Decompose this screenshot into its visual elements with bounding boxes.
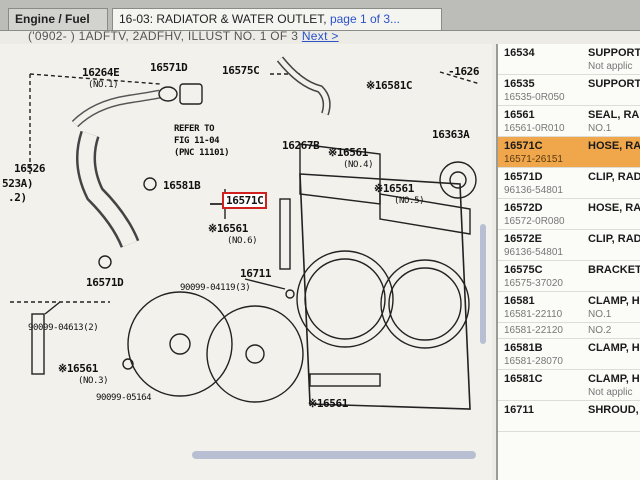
callout-16561-no5[interactable]: ※16561 bbox=[374, 182, 414, 195]
callout-16581c[interactable]: ※16581C bbox=[366, 79, 413, 92]
diagram-drawing bbox=[10, 56, 481, 410]
part-row[interactable]: 16581 CLAMP, H 16581-22110 NO.1 bbox=[498, 292, 640, 323]
callout-16571d-bottom[interactable]: 16571D bbox=[86, 276, 124, 289]
part-row-selected[interactable]: 16571C HOSE, RA 16571-26151 bbox=[498, 137, 640, 168]
part-row[interactable]: 16581B CLAMP, H 16581-28070 bbox=[498, 339, 640, 370]
part-name: CLIP, RAD bbox=[588, 171, 640, 183]
part-row[interactable]: 16561 SEAL, RA 16561-0R010 NO.1 bbox=[498, 106, 640, 137]
callout-90099-04119[interactable]: 90099-04119(3) bbox=[180, 283, 251, 293]
part-code: 16572E bbox=[504, 233, 542, 245]
part-number: 16535-0R050 bbox=[504, 92, 565, 103]
part-name: SUPPORT bbox=[588, 78, 640, 90]
part-name: SUPPORT bbox=[588, 47, 640, 59]
applicability-text: ('0902- ) 1ADFTV, 2ADFHV, ILLUST NO. 1 O… bbox=[28, 29, 299, 43]
part-number: 16571-26151 bbox=[504, 154, 563, 165]
next-illustration-link[interactable]: Next > bbox=[301, 29, 339, 43]
callout-16561-no3[interactable]: ※16561 bbox=[58, 362, 98, 375]
callout-no5: (NO.5) bbox=[394, 196, 425, 206]
part-note: NO.1 bbox=[588, 309, 612, 320]
part-code: 16581 bbox=[504, 295, 535, 307]
callout-16363a[interactable]: 16363A bbox=[432, 128, 470, 141]
part-name: HOSE, RA bbox=[588, 140, 640, 152]
part-code: 16711 bbox=[504, 404, 534, 416]
part-name: CLAMP, H bbox=[588, 342, 640, 354]
callout-90099-04613[interactable]: 90099-04613(2) bbox=[28, 323, 99, 333]
part-number: 16581-22110 bbox=[504, 309, 563, 320]
tab-illustration[interactable]: 16-03: RADIATOR & WATER OUTLET, page 1 o… bbox=[112, 8, 442, 30]
tab-bar: Engine / Fuel 16-03: RADIATOR & WATER OU… bbox=[0, 0, 640, 31]
part-code: 16571D bbox=[504, 171, 543, 183]
part-name: SEAL, RA bbox=[588, 109, 640, 121]
part-code: 16534 bbox=[504, 47, 535, 59]
part-number: 16581-22120 bbox=[504, 325, 563, 336]
callout-2-partial: .2) bbox=[8, 191, 27, 204]
callout-16264e[interactable]: 16264E bbox=[82, 66, 120, 79]
callout-523a-partial: 523A) bbox=[2, 177, 34, 190]
horizontal-scrollbar[interactable] bbox=[192, 451, 476, 459]
callout-16575c[interactable]: 16575C bbox=[222, 64, 260, 77]
part-note: Not applic bbox=[588, 61, 633, 72]
part-row[interactable]: 16534 SUPPORT Not applic bbox=[498, 44, 640, 75]
callout-no6: (NO.6) bbox=[227, 236, 258, 246]
part-note: NO.1 bbox=[588, 123, 612, 134]
part-code: 16535 bbox=[504, 78, 535, 90]
illustration-title: 16-03: RADIATOR & WATER OUTLET, bbox=[119, 12, 327, 26]
callout-no3: (NO.3) bbox=[78, 376, 109, 386]
page-indicator-link[interactable]: page 1 of 3... bbox=[329, 12, 401, 26]
part-name: CLAMP, H bbox=[588, 295, 640, 307]
callout-16561-bottom[interactable]: ※16561 bbox=[308, 397, 348, 410]
part-row[interactable]: 16571D CLIP, RAD 96136-54801 bbox=[498, 168, 640, 199]
vertical-scrollbar[interactable] bbox=[480, 224, 486, 344]
part-number: 16572-0R080 bbox=[504, 216, 565, 227]
part-number: 16581-28070 bbox=[504, 356, 563, 367]
callout-16581b[interactable]: 16581B bbox=[163, 179, 201, 192]
part-row[interactable]: 16572D HOSE, RA 16572-0R080 bbox=[498, 199, 640, 230]
part-name: CLIP, RAD bbox=[588, 233, 640, 245]
part-row[interactable]: 16581-22120 NO.2 bbox=[498, 323, 640, 339]
part-code: 16571C bbox=[504, 140, 543, 152]
callout-16267b[interactable]: 16267B bbox=[282, 139, 320, 152]
part-code: 16575C bbox=[504, 264, 543, 276]
callout-90099-05164[interactable]: 90099-05164 bbox=[96, 393, 152, 403]
part-number: 96136-54801 bbox=[504, 247, 563, 258]
part-name: SHROUD, bbox=[588, 404, 639, 416]
callout-1626-partial[interactable]: -1626 bbox=[448, 65, 480, 78]
part-code: 16572D bbox=[504, 202, 543, 214]
callout-16526[interactable]: 16526 bbox=[14, 162, 46, 175]
callout-16561-no6[interactable]: ※16561 bbox=[208, 222, 248, 235]
part-row[interactable]: 16575C BRACKET 16575-37020 bbox=[498, 261, 640, 292]
reference-note-line1: REFER TO bbox=[174, 124, 215, 134]
part-row[interactable]: 16572E CLIP, RAD 96136-54801 bbox=[498, 230, 640, 261]
part-number: 16561-0R010 bbox=[504, 123, 565, 134]
part-name: CLAMP, H bbox=[588, 373, 640, 385]
illustration-info: ('0902- ) 1ADFTV, 2ADFHV, ILLUST NO. 1 O… bbox=[28, 29, 339, 43]
part-number: 96136-54801 bbox=[504, 185, 563, 196]
callout-no4: (NO.4) bbox=[343, 160, 374, 170]
callout-16571d-top[interactable]: 16571D bbox=[150, 61, 188, 74]
part-row[interactable]: 16581C CLAMP, H Not applic bbox=[498, 370, 640, 401]
part-note: Not applic bbox=[588, 387, 633, 398]
reference-note-line3: (PNC 11101) bbox=[174, 148, 230, 158]
tab-engine-fuel[interactable]: Engine / Fuel bbox=[8, 8, 108, 30]
callout-16571c-highlighted[interactable]: 16571C bbox=[222, 192, 268, 209]
part-code: 16581C bbox=[504, 373, 543, 385]
parts-diagram[interactable]: 16264E (NO.1) 16571D 16575C ※16581C -162… bbox=[0, 44, 492, 480]
part-note: NO.2 bbox=[588, 325, 612, 336]
callout-no1: (NO.1) bbox=[88, 80, 119, 90]
parts-list: 16534 SUPPORT Not applic 16535 SUPPORT 1… bbox=[496, 44, 640, 480]
part-code: 16581B bbox=[504, 342, 543, 354]
part-name: BRACKET bbox=[588, 264, 640, 276]
reference-note-line2: FIG 11-04 bbox=[174, 136, 220, 146]
part-number: 16575-37020 bbox=[504, 278, 563, 289]
part-code: 16561 bbox=[504, 109, 535, 121]
callout-16711[interactable]: 16711 bbox=[240, 267, 272, 280]
part-row[interactable]: 16711 SHROUD, bbox=[498, 401, 640, 432]
callout-16561-no4[interactable]: ※16561 bbox=[328, 146, 368, 159]
part-row[interactable]: 16535 SUPPORT 16535-0R050 bbox=[498, 75, 640, 106]
part-name: HOSE, RA bbox=[588, 202, 640, 214]
